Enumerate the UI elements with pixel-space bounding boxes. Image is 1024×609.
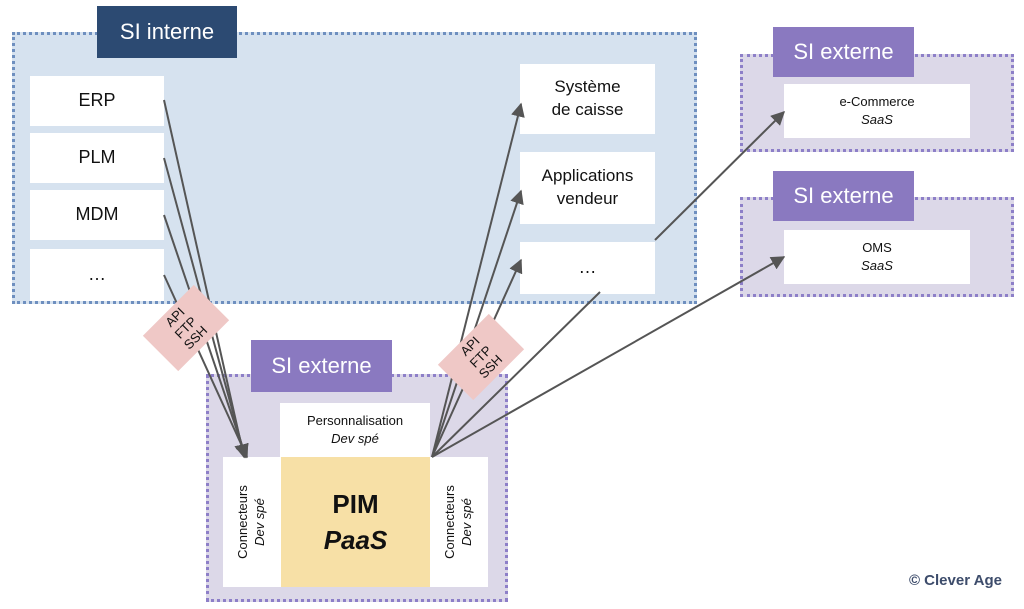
oms-type: SaaS	[861, 258, 893, 273]
target-more: …	[520, 242, 655, 294]
target-systeme-caisse: Système de caisse	[520, 64, 655, 134]
target-systeme-caisse-line2: de caisse	[551, 100, 624, 119]
target-applications-vendeur-line1: Applications	[541, 166, 634, 186]
ecommerce-name: e-Commerce	[839, 94, 915, 110]
copyright-label: © Clever Age	[908, 572, 1002, 589]
target-applications-vendeur: Applications vendeur	[520, 152, 655, 224]
si-interne-title: SI interne	[97, 6, 237, 58]
personnalisation-type: Dev spé	[331, 431, 379, 446]
connector-right-type: Dev spé	[459, 498, 474, 546]
pim-name: PIM	[332, 488, 379, 519]
connector-left-type: Dev spé	[252, 498, 267, 546]
source-more: …	[30, 249, 164, 301]
pim-type: PaaS	[323, 525, 388, 555]
connector-right: Connecteurs Dev spé	[430, 457, 488, 587]
si-externe-oms-title: SI externe	[773, 171, 914, 221]
pim-box: PIM PaaS	[281, 457, 430, 587]
source-plm: PLM	[30, 133, 164, 183]
target-systeme-caisse-line1: Système	[554, 77, 621, 97]
oms-box: OMS SaaS	[784, 230, 970, 284]
si-externe-ecommerce-title: SI externe	[773, 27, 914, 77]
si-externe-pim-title: SI externe	[251, 340, 392, 392]
source-mdm: MDM	[30, 190, 164, 240]
ecommerce-box: e-Commerce SaaS	[784, 84, 970, 138]
source-erp: ERP	[30, 76, 164, 126]
personnalisation-name: Personnalisation	[306, 413, 404, 429]
target-applications-vendeur-line2: vendeur	[556, 189, 619, 208]
personnalisation-box: Personnalisation Dev spé	[280, 403, 430, 457]
ecommerce-type: SaaS	[861, 112, 893, 127]
connector-left: Connecteurs Dev spé	[223, 457, 281, 587]
oms-name: OMS	[862, 240, 892, 256]
connector-right-name: Connecteurs	[442, 485, 458, 559]
connector-left-name: Connecteurs	[235, 485, 251, 559]
